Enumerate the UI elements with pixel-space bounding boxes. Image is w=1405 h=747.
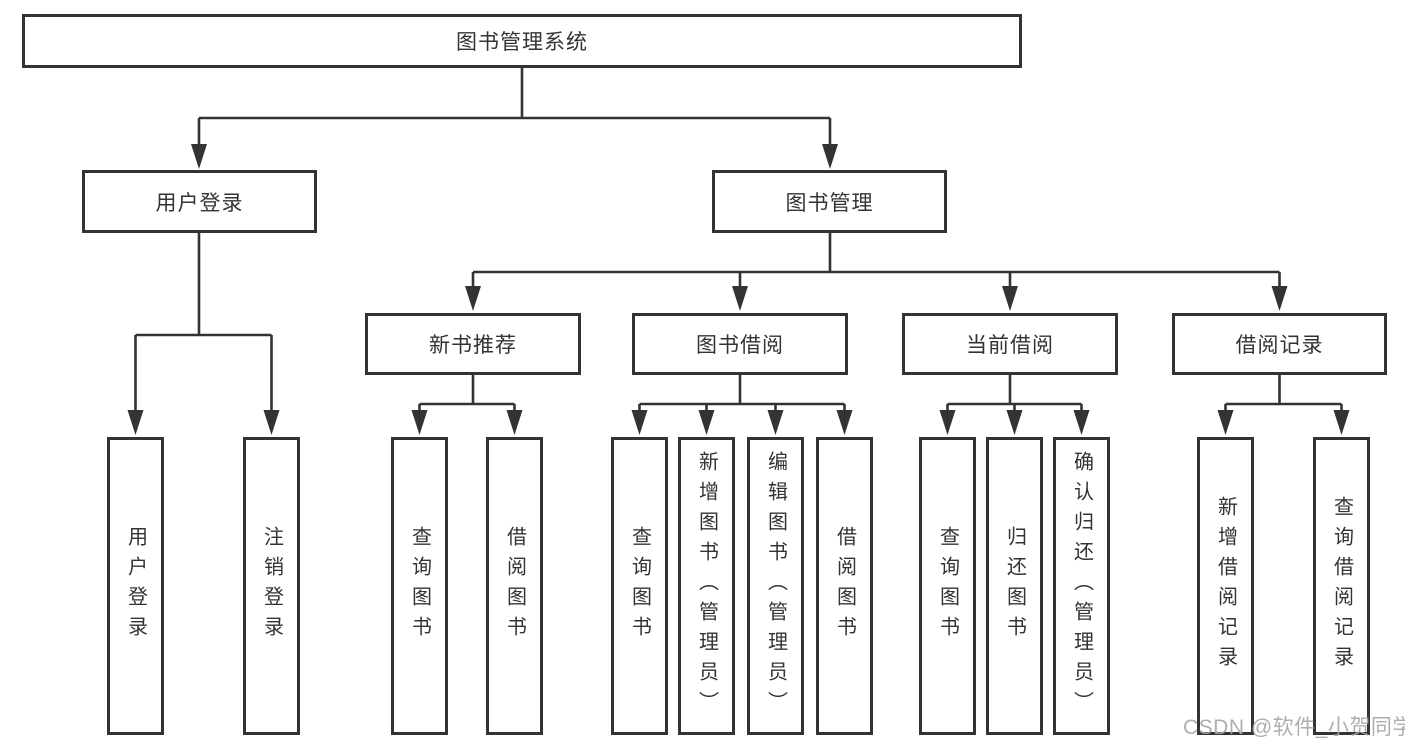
node-label: 查询图书 <box>936 526 959 646</box>
node-label: 用户登录 <box>155 191 244 215</box>
node-logout-leaf: 注销登录 <box>243 437 300 735</box>
node-label: 新增图书（管理员） <box>695 451 718 721</box>
node-br-add-record: 新增借阅记录 <box>1197 437 1254 735</box>
node-book-borrowing: 图书借阅 <box>632 313 848 375</box>
node-rec-borrow-books: 借阅图书 <box>486 437 543 735</box>
node-label: 新书推荐 <box>429 334 517 357</box>
node-library-management-system: 图书管理系统 <box>22 14 1022 68</box>
node-rec-query-books: 查询图书 <box>391 437 448 735</box>
node-label: 查询借阅记录 <box>1330 496 1353 676</box>
node-br-query-record: 查询借阅记录 <box>1313 437 1370 735</box>
node-borrowing-records: 借阅记录 <box>1172 313 1387 375</box>
node-label: 用户登录 <box>124 526 147 646</box>
node-label: 图书管理系统 <box>456 31 588 54</box>
node-label: 图书管理 <box>785 191 874 215</box>
watermark: CSDN @软件_小贺同学 <box>1183 716 1405 739</box>
node-label: 新增借阅记录 <box>1214 496 1237 676</box>
node-label: 图书借阅 <box>696 334 784 357</box>
node-label: 注销登录 <box>260 526 283 646</box>
node-cb-return-books: 归还图书 <box>986 437 1043 735</box>
node-book-management: 图书管理 <box>712 170 947 233</box>
node-label: 编辑图书（管理员） <box>764 451 787 721</box>
node-label: 确认归还（管理员） <box>1070 451 1093 721</box>
node-label: 查询图书 <box>408 526 431 646</box>
node-label: 借阅图书 <box>833 526 856 646</box>
node-bb-query-books: 查询图书 <box>611 437 668 735</box>
node-bb-borrow-books: 借阅图书 <box>816 437 873 735</box>
node-label: 查询图书 <box>628 526 651 646</box>
node-user-login-leaf: 用户登录 <box>107 437 164 735</box>
node-label: 借阅图书 <box>503 526 526 646</box>
node-current-borrowing: 当前借阅 <box>902 313 1118 375</box>
node-bb-edit-books-admin: 编辑图书（管理员） <box>747 437 804 735</box>
node-user-login-module: 用户登录 <box>82 170 317 233</box>
node-bb-add-books-admin: 新增图书（管理员） <box>678 437 735 735</box>
node-cb-query-books: 查询图书 <box>919 437 976 735</box>
node-cb-confirm-return-admin: 确认归还（管理员） <box>1053 437 1110 735</box>
node-label: 归还图书 <box>1003 526 1026 646</box>
node-new-book-recommendation: 新书推荐 <box>365 313 581 375</box>
node-label: 借阅记录 <box>1235 334 1324 357</box>
node-label: 当前借阅 <box>966 334 1054 357</box>
